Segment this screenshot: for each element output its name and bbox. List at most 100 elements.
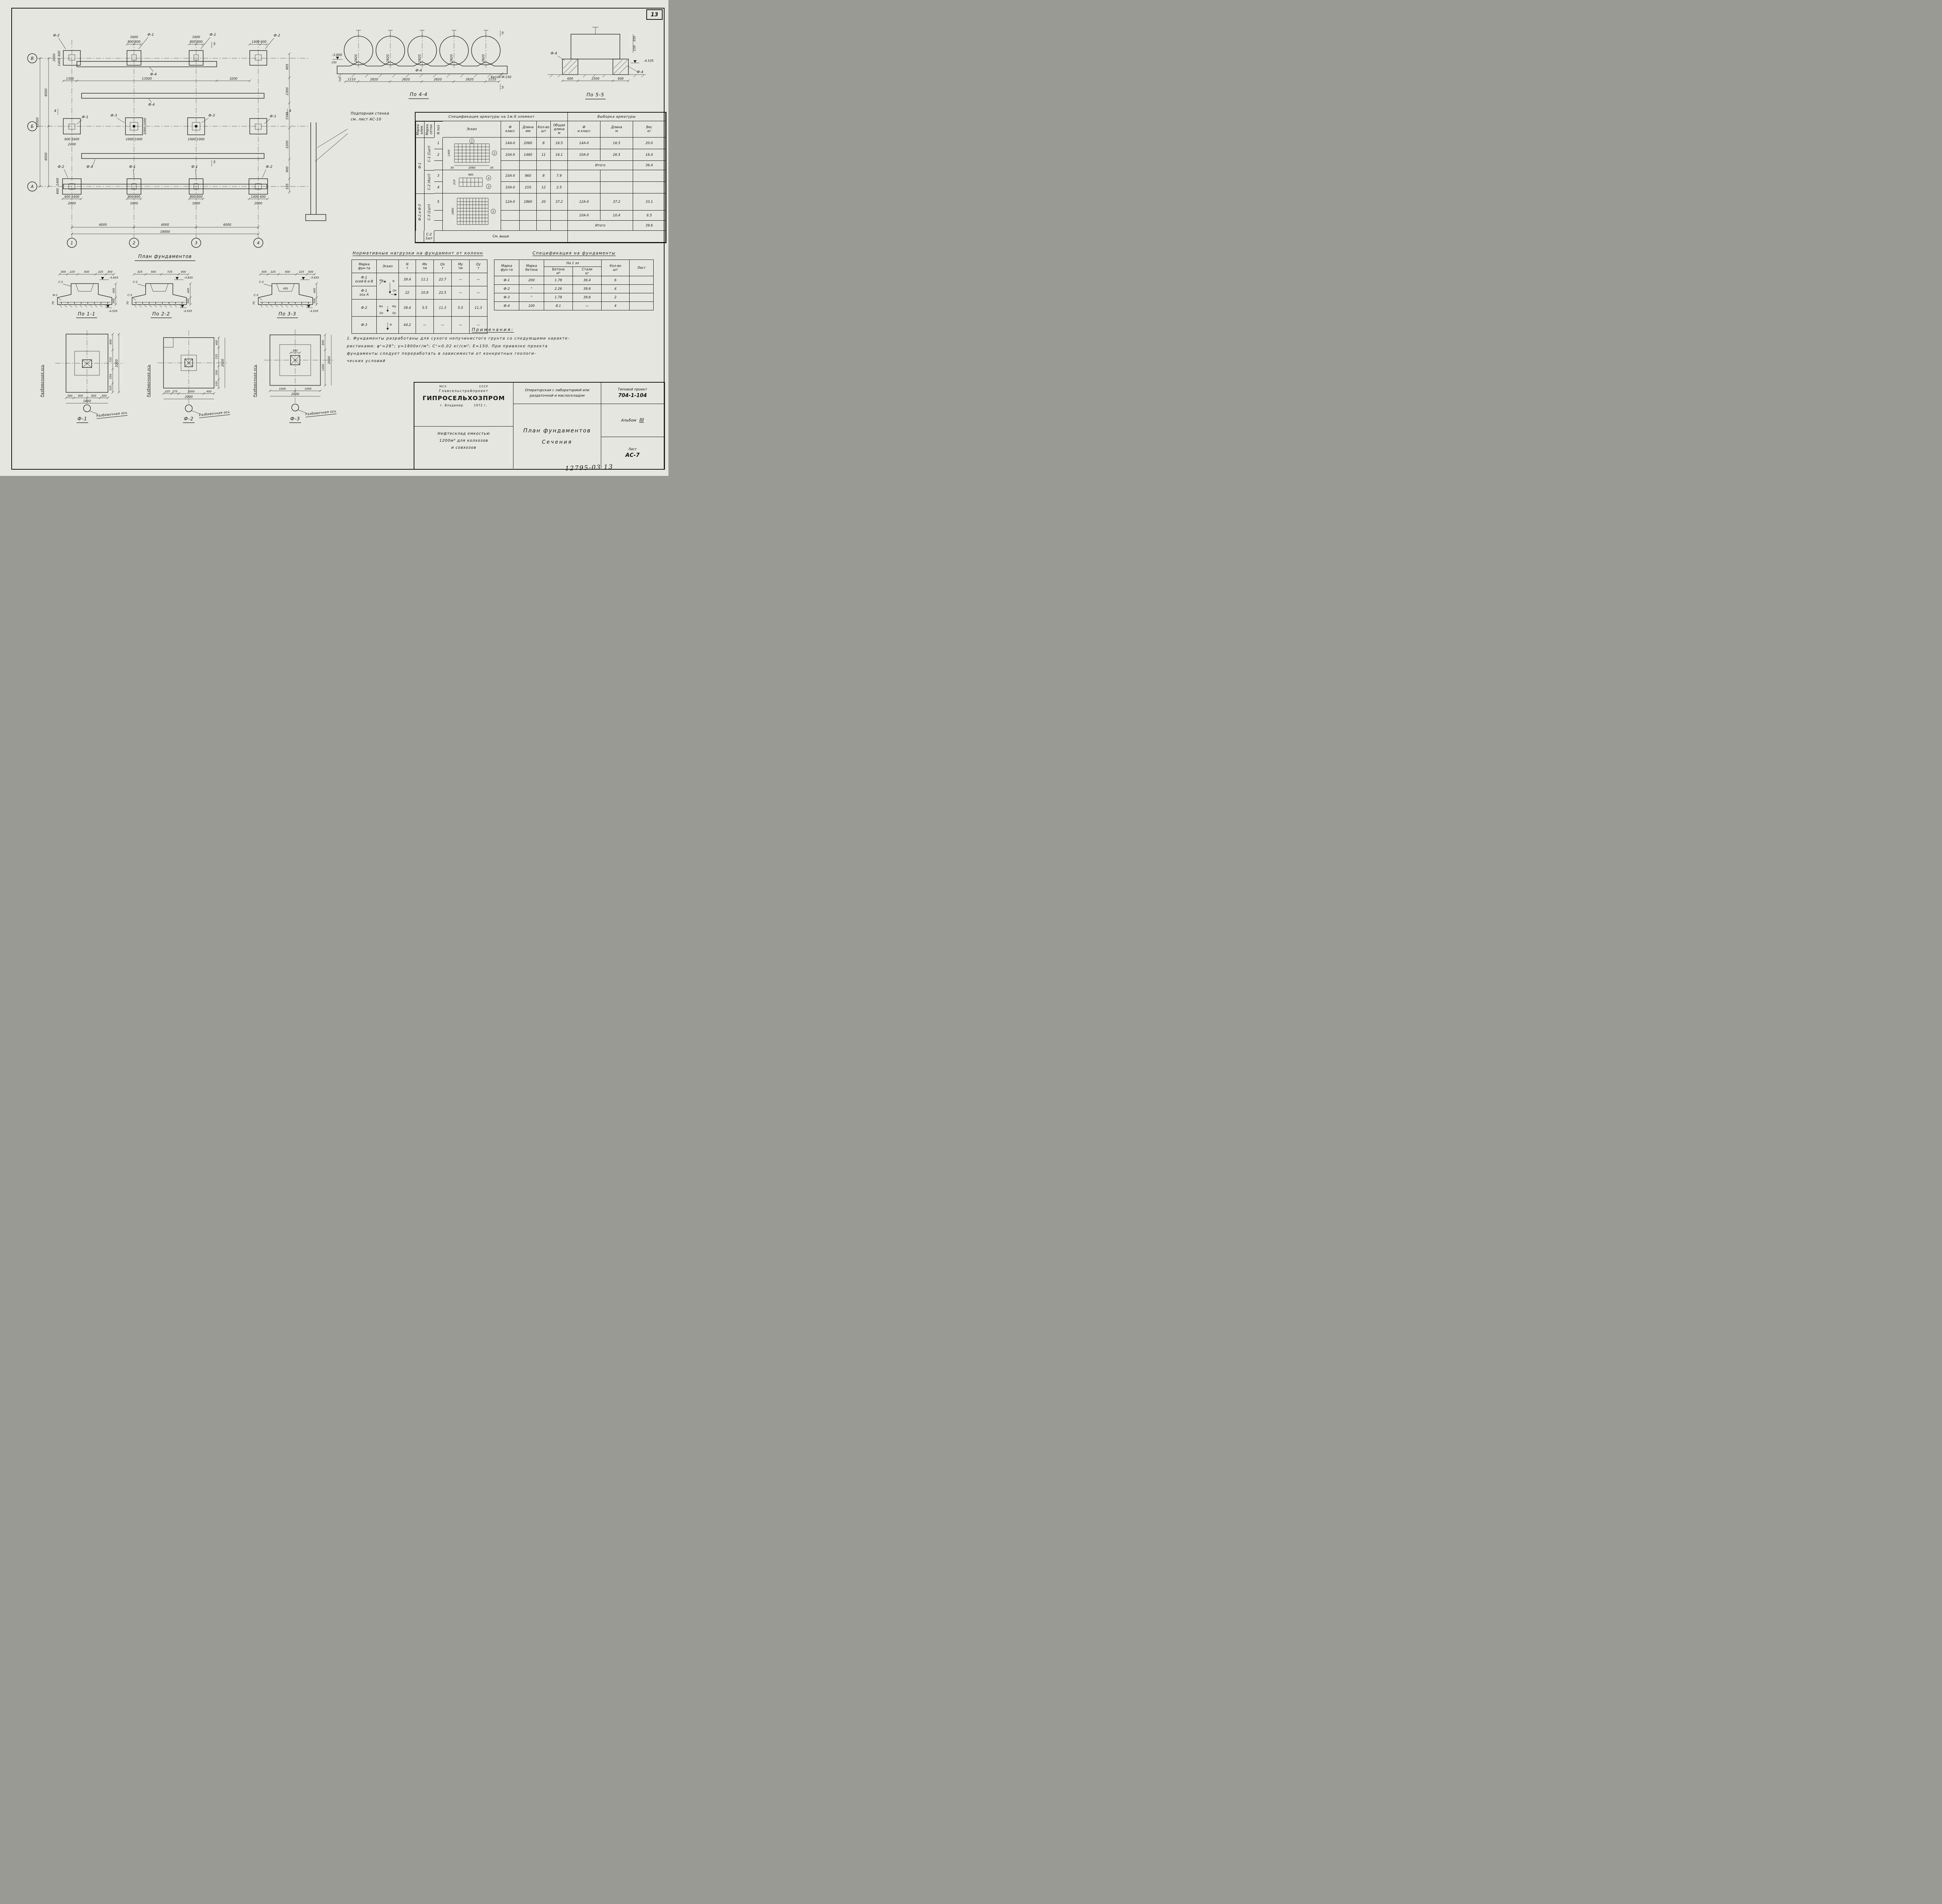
load-sketch-cell: Mх N Qх <box>376 273 399 300</box>
dim-chain-sec44 <box>344 80 501 83</box>
strip-foundations <box>63 61 267 189</box>
foundation-tag: Ф-4 <box>148 103 155 107</box>
col-header: Мх тм <box>416 260 434 273</box>
dim: 500 <box>308 270 313 273</box>
col-header: N поз <box>434 121 443 138</box>
dim: 13500 <box>142 77 151 80</box>
sheet-number-block: Лист АС-7 <box>601 437 664 469</box>
dim: 2820 <box>466 78 473 81</box>
project-name-block: Нефтесклад емкостью 1200м³ для колхозов … <box>414 427 513 469</box>
col-header: Ф и класс <box>568 121 600 138</box>
pedestal <box>184 359 193 367</box>
foundation-tag: Ф-3 <box>209 114 215 118</box>
section-title: По 3-3 <box>278 311 296 317</box>
cell-value: — <box>451 286 470 300</box>
cell-value: 2 <box>601 293 630 302</box>
cell-value: Ф-3 <box>494 293 519 302</box>
dim: 30 <box>450 166 454 169</box>
foundation-tag: Ф-3 <box>111 114 117 118</box>
detail-title: Ф-1 <box>77 416 87 422</box>
foundation-tag: Ф-2 <box>266 165 273 169</box>
cell-value <box>633 170 666 182</box>
wall-note-line: см. лист АС-10 <box>351 117 381 122</box>
note-line: 1. Фундаменты разработаны для сухого неп… <box>347 336 570 341</box>
org-line: МСХ СССР <box>439 385 488 388</box>
cell-value: 11.3 <box>469 299 487 317</box>
dim-chain-bottom <box>162 392 216 399</box>
axis-label-col: 1 <box>71 241 73 246</box>
cell-value: 8.1 <box>544 301 573 310</box>
pedestal <box>290 355 300 365</box>
dim: 300 <box>61 270 66 273</box>
elevation-mark <box>332 57 343 60</box>
cell-value: 5 <box>434 193 443 211</box>
dim: 70 <box>52 301 55 305</box>
dim: 400 <box>206 390 212 393</box>
elevation-label: -4.535 <box>644 59 654 63</box>
note-line: ческих условий <box>347 359 386 363</box>
dim: 6000 <box>161 223 169 226</box>
cell-value: 22.5 <box>433 286 452 300</box>
axis-label-row: А <box>30 185 33 189</box>
title-block: МСХ СССР Главсельстройпроект ГИПРОСЕЛЬХО… <box>414 382 665 470</box>
tank-riser <box>592 27 599 34</box>
object-name-block: Операторская с лабораторией или раздаточ… <box>513 383 601 404</box>
rebar-sketch-cell: 2060 30 30 1400 1 2 <box>443 138 501 170</box>
note-line: ристиками: φⁿ=28°; γ=1800кг/м³; Сⁿ=0.02 … <box>347 344 548 348</box>
detail-title: Ф-3 <box>290 416 300 422</box>
load-sketch: Mх N Qх <box>379 279 397 296</box>
elevation-mark <box>631 60 639 63</box>
dim-chain-top <box>259 273 316 276</box>
dim: 725 <box>167 270 172 273</box>
cell-value <box>501 221 520 231</box>
dim: 800 800 <box>127 195 140 199</box>
dim: 2820 <box>482 54 485 62</box>
force-label: N <box>390 323 392 326</box>
dim: 550 <box>215 370 218 375</box>
table-title: Спецификация на фундаменты <box>532 251 616 256</box>
position-number: 5 <box>492 210 494 213</box>
dim: 1400 <box>56 178 59 186</box>
cell-value: 26.5 <box>600 149 633 161</box>
mesh-tag: С-2 <box>133 280 137 284</box>
cell-value <box>501 211 520 221</box>
socket-lines <box>150 283 169 292</box>
section-flag: 5 <box>501 31 504 35</box>
mesh-tag: С-3 <box>254 294 258 297</box>
cell-value <box>434 211 443 221</box>
cell-value: 22.7 <box>433 273 452 286</box>
dim: 1400 <box>57 58 61 66</box>
dim: 325 <box>137 270 143 273</box>
sheet-title-line: Сечения <box>542 439 573 445</box>
dim: 12000 <box>36 117 39 127</box>
axis-label-col: 3 <box>195 241 198 246</box>
cell-value: 39.6 <box>633 221 666 231</box>
sheet-label: Лист <box>628 447 637 451</box>
dim: 30 <box>490 166 493 169</box>
detail-f2-drawing: 400 725 550 335 2000 325 275 1000 400 20… <box>158 330 227 423</box>
rebar-sketch-cell: 960 210 4 3 <box>443 170 501 193</box>
dim: 350 <box>633 36 636 42</box>
dim: 600 <box>57 51 61 56</box>
dim: 800 800 <box>190 195 202 199</box>
cell-value: 1.79 <box>544 293 573 302</box>
dim-chain-bottom <box>70 226 260 235</box>
sheet-title-line: План фундаментов <box>523 427 591 434</box>
cell-value: 2060 <box>520 138 537 149</box>
plan-title: План фундаментов <box>138 254 192 259</box>
dim: 450 <box>283 287 288 290</box>
rebar-sketch-cell: 1860 5 <box>443 193 501 231</box>
dim: 725 <box>109 357 112 362</box>
section-title: По 2-2 <box>152 311 170 317</box>
dim: 1400 600 <box>252 40 266 44</box>
dim: 2820 <box>418 54 421 62</box>
dim-chain-sec55 <box>561 79 630 82</box>
centerlines <box>158 330 227 404</box>
dim-chain-bottom <box>64 396 110 404</box>
cell-value <box>434 221 443 231</box>
dim: 2000 <box>291 392 299 396</box>
sheet-frame <box>11 8 665 470</box>
dim: 300 <box>67 394 73 397</box>
dim: 2000 <box>221 359 224 367</box>
axis-bubbles <box>27 53 263 248</box>
